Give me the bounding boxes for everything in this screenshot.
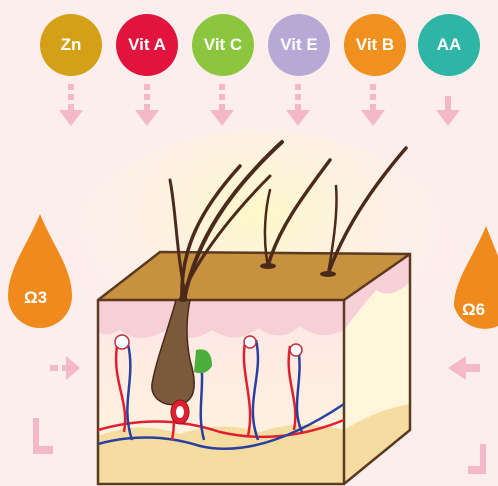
corner-mark-right-icon	[468, 444, 486, 474]
down-arrow-icons	[59, 84, 460, 126]
omega-3-drop-icon	[8, 214, 72, 328]
arrow-down-icon	[135, 84, 159, 126]
arrow-down-icon	[59, 84, 83, 126]
skin-block	[98, 252, 410, 484]
arrow-down-icon	[436, 96, 460, 126]
arrow-down-icon	[361, 84, 385, 126]
arrow-down-icon	[210, 84, 234, 126]
arrow-right-icon	[50, 356, 80, 380]
arrow-down-icon	[286, 84, 310, 126]
corner-mark-left-icon	[33, 418, 53, 454]
arrow-left-icon	[448, 356, 480, 380]
omega-6-label: Ω6	[462, 300, 485, 320]
omega-3-label: Ω3	[24, 288, 47, 308]
